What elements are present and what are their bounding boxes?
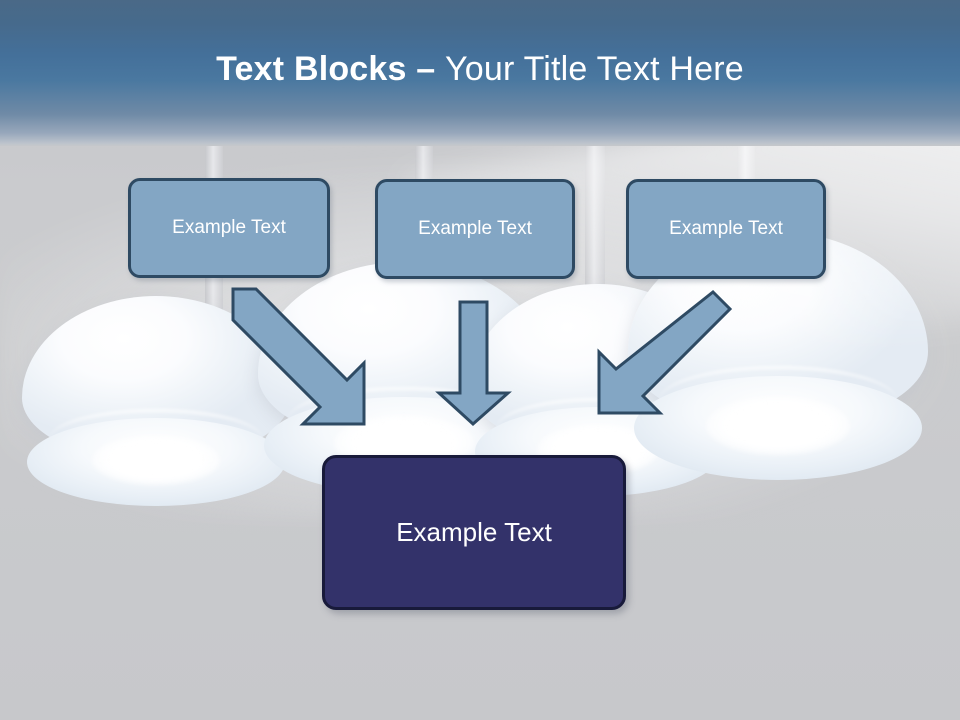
lamp-ring bbox=[658, 365, 898, 438]
text-block-3[interactable]: Example Text bbox=[626, 179, 826, 279]
title-banner bbox=[0, 0, 960, 146]
page-title-light: Your Title Text Here bbox=[445, 50, 744, 88]
text-block-result-label: Example Text bbox=[396, 517, 552, 547]
text-block-1-label: Example Text bbox=[172, 217, 286, 238]
lamp-ring bbox=[48, 409, 264, 471]
text-block-2-label: Example Text bbox=[418, 218, 532, 239]
text-block-2[interactable]: Example Text bbox=[375, 179, 575, 279]
lamp-shade-1 bbox=[22, 296, 290, 506]
text-block-result[interactable]: Example Text bbox=[322, 455, 626, 610]
lamp-ring bbox=[287, 387, 521, 455]
lamp-bulb bbox=[706, 395, 850, 456]
page-title: Text Blocks – Your Title Text Here bbox=[0, 48, 960, 90]
page-title-dash: – bbox=[406, 50, 446, 88]
page-title-bold: Text Blocks bbox=[216, 50, 407, 88]
lamp-bulb bbox=[91, 434, 221, 485]
text-block-3-label: Example Text bbox=[669, 218, 783, 239]
text-block-1[interactable]: Example Text bbox=[128, 178, 330, 278]
